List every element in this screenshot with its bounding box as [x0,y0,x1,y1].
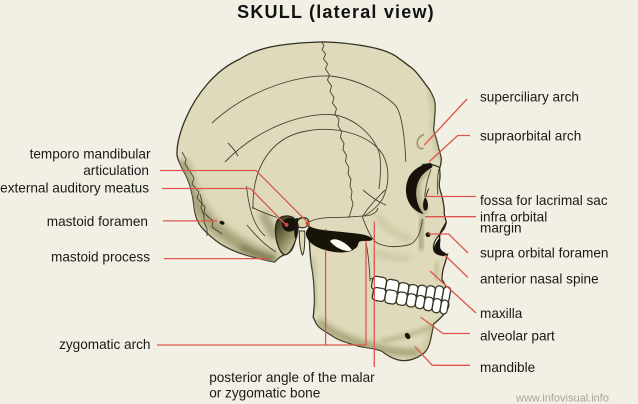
svg-text:anterior nasal spine: anterior nasal spine [480,272,599,287]
svg-text:maxilla: maxilla [480,306,523,321]
svg-text:supra orbital foramen: supra orbital foramen [480,246,608,261]
svg-text:SKULL (lateral view): SKULL (lateral view) [237,2,435,22]
svg-text:superciliary arch: superciliary arch [480,90,579,105]
svg-text:mandible: mandible [480,360,535,375]
svg-text:external auditory meatus: external auditory meatus [0,180,149,195]
svg-text:posterior angle of the malar: posterior angle of the malar [209,370,375,385]
svg-text:mastoid process: mastoid process [51,250,150,265]
svg-text:temporo mandibular: temporo mandibular [30,147,151,162]
svg-text:margin: margin [480,221,522,236]
svg-text:or zygomatic bone: or zygomatic bone [209,386,320,401]
svg-text:fossa for lacrimal sac: fossa for lacrimal sac [480,193,608,208]
svg-text:infra orbital: infra orbital [480,210,547,225]
svg-text:supraorbital arch: supraorbital arch [480,128,581,143]
svg-text:www.infovisual.info: www.infovisual.info [515,393,609,404]
svg-text:zygomatic arch: zygomatic arch [59,337,150,352]
svg-text:articulation: articulation [83,163,149,178]
svg-text:mastoid foramen: mastoid foramen [47,214,148,229]
svg-text:alveolar part: alveolar part [480,329,555,344]
